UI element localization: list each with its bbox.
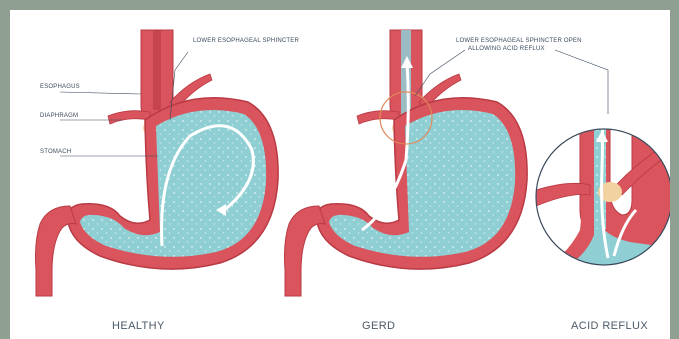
healthy-caption: HEALTHY [112,320,165,332]
lower-sphincter-label: LOWER ESOPHAGEAL SPHINCTER [193,38,299,44]
gerd-duodenum [285,206,326,296]
acid-reflux-caption: ACID REFLUX [571,320,648,332]
healthy-duodenum [36,206,77,296]
diagram-canvas: LOWER ESOPHAGEAL SPHINCTER ESOPHAGUS DIA… [10,10,670,339]
zoom-connector [555,50,608,114]
esophagus-label: ESOPHAGUS [40,84,80,90]
esophagus-leader [60,92,141,94]
gerd-sphincter-label-line2: ALLOWING ACID REFLUX [468,46,545,52]
diaphragm-label: DIAPHRAGM [40,113,78,119]
stomach-illustration [10,10,670,339]
gerd-sphincter-label-line1: LOWER ESOPHAGEAL SPHINCTER OPEN [456,38,582,44]
gerd-caption: GERD [362,320,395,332]
acid-reflux-zoom [536,110,670,272]
healthy-stomach [36,30,279,296]
stomach-label: STOMACH [40,149,71,155]
